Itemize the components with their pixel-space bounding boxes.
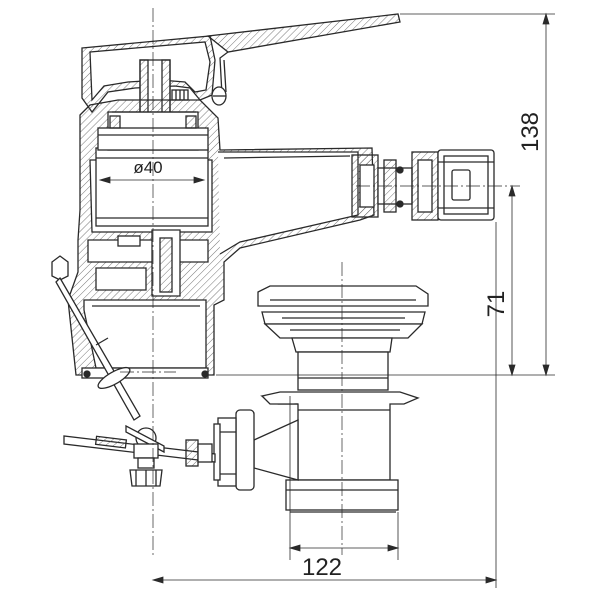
dim-height-total: 138 bbox=[517, 112, 544, 152]
dimension-lines bbox=[98, 12, 555, 588]
waste-body bbox=[213, 391, 420, 513]
dim-diameter-cartridge: ø40 bbox=[133, 158, 162, 177]
mixer-body bbox=[67, 99, 375, 379]
center-lines bbox=[120, 8, 520, 555]
dim-height-outlet: 71 bbox=[483, 291, 510, 318]
waste-stopper bbox=[257, 285, 429, 391]
lever-handle bbox=[206, 13, 401, 96]
pull-rod bbox=[51, 255, 216, 487]
spray-outlet bbox=[351, 149, 495, 221]
dim-width-total: 122 bbox=[302, 554, 342, 581]
handle-cap bbox=[81, 35, 227, 126]
